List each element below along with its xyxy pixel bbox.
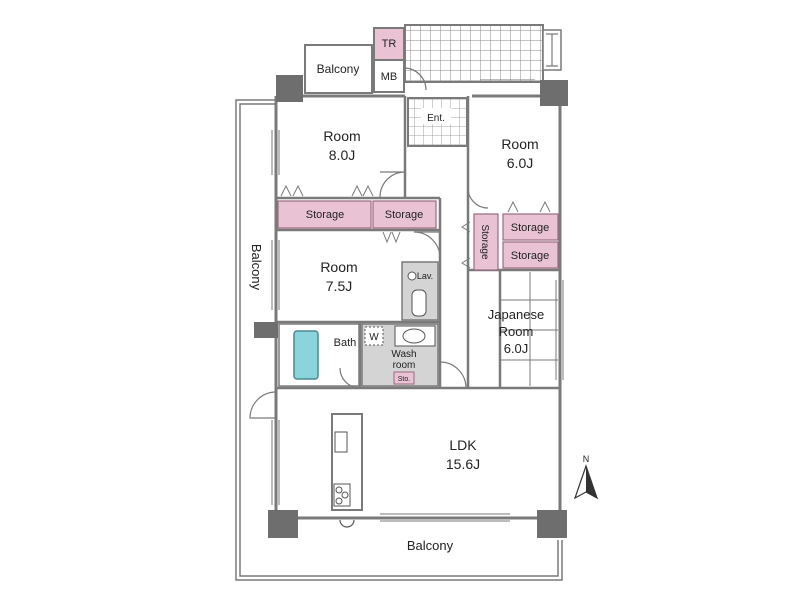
compass-n-label: N <box>583 454 590 464</box>
japanese-room-size: 6.0J <box>504 341 529 356</box>
lav-label: Lav. <box>417 271 433 281</box>
tr-label: TR <box>382 38 397 50</box>
room-top-right-size: 6.0J <box>507 155 533 171</box>
windows <box>271 79 564 522</box>
hood-arc <box>339 519 355 528</box>
mb-label: MB <box>381 71 398 83</box>
storage-right-2-label: Storage <box>511 250 550 262</box>
storage-right-1-label: Storage <box>511 222 550 234</box>
storage-left <box>277 200 372 229</box>
washer-box <box>364 326 384 346</box>
stove-icon <box>333 483 351 507</box>
kitchen-counter <box>331 413 363 511</box>
tatami-lines <box>500 272 558 386</box>
washer-label: W <box>369 332 379 343</box>
room-middle-name: Room <box>320 259 357 275</box>
room-top-left-size: 8.0J <box>329 147 355 163</box>
bathtub <box>293 330 319 380</box>
japanese-room-line1: Japanese <box>488 307 544 322</box>
storage-vertical-label: Storage <box>479 224 490 259</box>
storage-vertical <box>473 213 499 271</box>
sink-bowl <box>402 328 426 344</box>
ldk-name: LDK <box>449 437 477 453</box>
room-top-right-name: Room <box>501 136 538 152</box>
bath-room <box>278 323 360 387</box>
balcony-left-label: Balcony <box>249 244 264 291</box>
entrance-label: Ent. <box>427 113 445 124</box>
balcony-outline <box>235 99 563 581</box>
storage-mid <box>372 200 437 229</box>
structural-pillars <box>254 75 568 538</box>
ldk-size: 15.6J <box>446 456 480 472</box>
wash-room-line1: Wash <box>391 349 416 360</box>
porch-tile-area <box>404 24 544 83</box>
sliding-door-marks <box>280 184 551 269</box>
room-top-left-name: Room <box>323 128 360 144</box>
room-middle-size: 7.5J <box>326 278 352 294</box>
sto-label: Sto. <box>398 376 411 383</box>
storage-mid-label: Storage <box>385 209 424 221</box>
balcony-top-label: Balcony <box>317 62 360 76</box>
storage-left-label: Storage <box>306 209 345 221</box>
bath-label: Bath <box>334 337 357 349</box>
sto-box <box>393 371 415 385</box>
kitchen-sink <box>334 431 348 453</box>
compass-icon <box>573 464 599 500</box>
mb-room <box>373 59 405 93</box>
storage-right-2 <box>502 241 559 269</box>
wash-room-line2: room <box>393 360 416 371</box>
storage-right-1 <box>502 213 559 241</box>
balcony-top-area <box>304 44 373 94</box>
balcony-bottom-label: Balcony <box>407 538 454 553</box>
japanese-room-line2: Room <box>499 324 534 339</box>
interior-walls <box>276 96 560 390</box>
